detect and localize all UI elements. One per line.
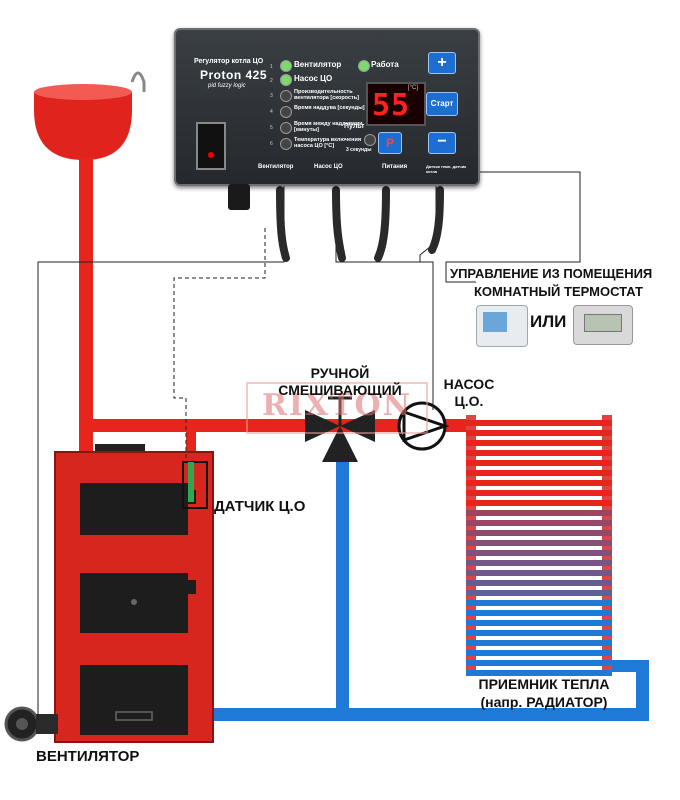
pump-label-line1: НАСОС [443,376,495,392]
power-switch[interactable] [196,122,226,170]
boiler [54,444,214,743]
fan-connector [228,184,250,210]
socket-power-label: Питания [382,164,408,170]
receiver-label-line2: (напр. РАДИАТОР) [480,694,608,710]
socket-sensor-label: Датчик темп. датчик котла [426,164,467,174]
start-button[interactable]: Старт [426,92,458,116]
temperature-display: [°C] 55 [366,82,426,126]
work-led-icon [358,60,370,72]
sensor-box [182,461,208,509]
valve-label-line1: РУЧНОЙ [310,365,370,381]
radiator-bar [466,570,612,576]
thermostat-wired-icon [476,305,528,347]
radiator-bar [466,640,612,646]
mixing-valve [305,396,375,462]
display-unit: [°C] [407,85,418,91]
radiator-bar [466,420,612,426]
indicator-num: 2 [270,78,273,84]
controller-model: Proton 425 [200,68,268,82]
fan-led-icon [280,60,292,72]
pump-led-icon [280,74,292,86]
room-control-label: УПРАВЛЕНИЕ ИЗ ПОМЕЩЕНИЯ [450,266,653,281]
radiator-bar [466,650,612,656]
thermostat-wireless-icon [573,305,633,345]
param-led-icon [280,138,292,150]
radiator-bar [466,490,612,496]
indicator-speed-label: Производительность вентилятора [скорость… [294,89,359,101]
fan-label: ВЕНТИЛЯТОР [36,748,140,765]
radiator-bar [466,530,612,536]
radiator-bar [466,510,612,516]
radiator-bar [466,610,612,616]
radiator-bar [466,670,612,676]
watermark-logo: RIXTON [246,382,428,434]
indicator-num: 1 [270,64,273,70]
p-button[interactable]: P [378,132,402,154]
indicator-num: 3 [270,93,273,99]
radiator-bar [466,500,612,506]
plus-button[interactable]: + [428,52,456,74]
socket-pump-label: Насос ЦО [314,164,343,170]
controller-title: Регулятор котла ЦО [194,58,264,65]
indicator-pump-label: Насос ЦО [294,74,333,83]
room-thermostat-label: КОМНАТНЫЙ ТЕРМОСТАТ [474,284,643,299]
param-led-icon [280,122,292,134]
radiator-bar [466,440,612,446]
indicator-num: 6 [270,141,273,147]
boiler-controller: Регулятор котла ЦО Proton 425 pid fuzzy … [174,28,480,186]
param-led-icon [280,106,292,118]
indicator-interval-label: Время между наддувами [минуты] [294,121,363,133]
expansion-tank [34,71,146,160]
indicator-fan-label: Вентилятор [294,60,342,69]
sensor-label: ДАТЧИК Ц.О [214,498,306,515]
radiator-bar [466,630,612,636]
indicator-pump-temp-label: Температура включения насоса ЦО [°C] [294,137,362,149]
indicator-blow-time-label: Время наддува [секунды] [294,105,365,111]
radiator-bar [466,550,612,556]
cold-pipe-return [208,708,648,721]
radiator-bar [466,600,612,606]
radiator-bar [466,660,612,666]
indicator-work-label: Работа [371,60,399,69]
radiator-bar [466,540,612,546]
display-value: 55 [372,88,411,123]
radiator-bar [466,590,612,596]
radiator-bar [466,450,612,456]
or-label: ИЛИ [530,312,567,331]
power-indicator-icon [208,152,214,158]
hot-pipe-vertical [79,158,93,453]
radiator-bar [466,430,612,436]
fan-unit [4,706,58,742]
minus-button[interactable]: − [428,132,456,154]
radiator-bar [466,460,612,466]
radiator-bar [466,470,612,476]
receiver-label-line1: ПРИЕМНИК ТЕПЛА [478,676,610,692]
param-led-icon [280,90,292,102]
pult-sub-label: 3 секунды [346,147,372,153]
radiator-bar [466,620,612,626]
socket-fan-label: Вентилятор [258,164,294,170]
indicator-num: 4 [270,109,273,115]
valve-label-line2: СМЕШИВАЮЩИЙ [278,382,402,398]
radiator-bar [466,480,612,486]
indicator-num: 5 [270,125,273,131]
radiator-bar [466,560,612,566]
pump-label-line2: Ц.О. [454,393,484,409]
radiator-bar [466,520,612,526]
radiator-bar [466,580,612,586]
pult-label: Пульт [344,123,365,130]
controller-subtitle: pid fuzzy logic [208,83,246,89]
pult-led-icon [364,134,376,146]
radiator [466,415,612,676]
